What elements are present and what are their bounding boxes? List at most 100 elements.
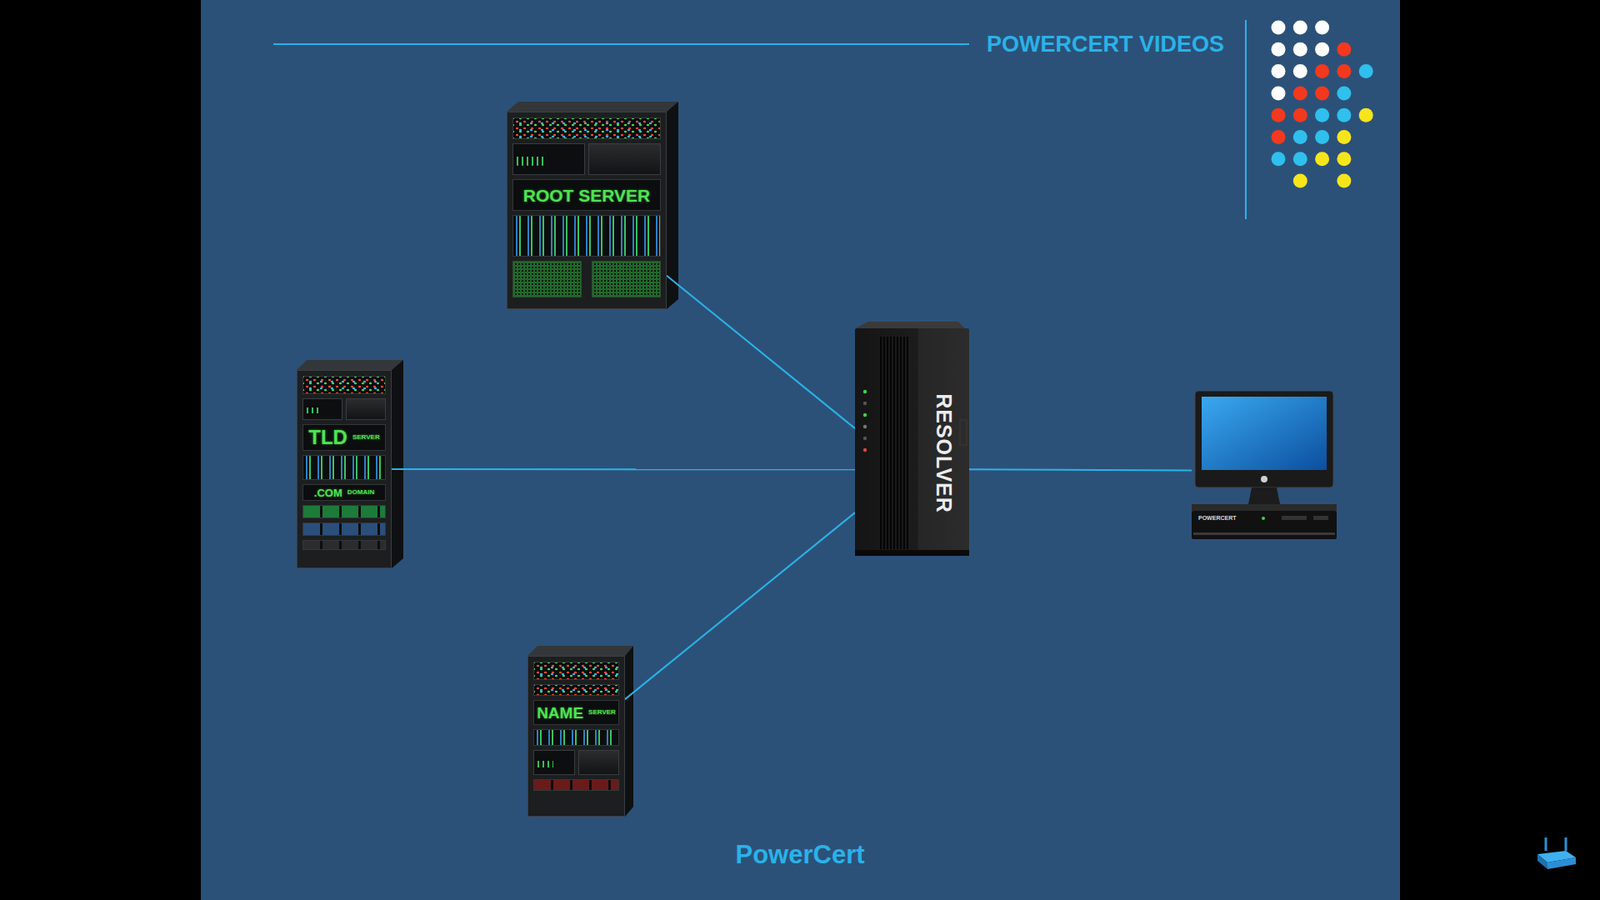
rack-unit: .COM DOMAIN (302, 484, 386, 501)
router-icon (1565, 837, 1568, 851)
server-rack: TLDSERVER .COM DOMAIN (296, 370, 392, 569)
server-label: ROOT SERVER (523, 186, 650, 205)
vent-stripe (893, 336, 895, 550)
brand-label: POWERCERT (1198, 515, 1237, 521)
green-screen (591, 260, 661, 298)
channel-header: POWERCERT VIDEOS (986, 33, 1225, 56)
status-led (863, 390, 867, 394)
logo-dot (1293, 20, 1308, 35)
network-link (391, 468, 855, 470)
logo-dot (1293, 85, 1308, 100)
drive-bay (1313, 515, 1329, 520)
router-icon (1545, 837, 1548, 851)
rack-unit (533, 779, 620, 791)
logo-dot (1271, 130, 1286, 145)
logo-dot (1336, 108, 1351, 123)
rack-faces (296, 360, 404, 370)
logo-dot (1315, 20, 1330, 35)
logo-dot (1293, 108, 1308, 123)
rack-unit (512, 117, 661, 140)
rack-unit: NAME SERVER (533, 700, 620, 725)
logo-dot (1271, 85, 1286, 100)
server-label: .COM (314, 487, 343, 499)
logo-dot (1315, 85, 1330, 100)
rack-unit (302, 398, 386, 420)
rack-faces (296, 101, 970, 817)
rack-unit (533, 661, 620, 680)
monitor-screen (1201, 396, 1327, 470)
vent-stripe (890, 336, 892, 550)
vent-stripe (883, 336, 885, 550)
vent-stripe (886, 336, 889, 550)
status-led (863, 401, 867, 405)
tower-foot (855, 550, 970, 556)
logo-dot (1293, 64, 1308, 79)
network-link (969, 469, 1192, 470)
panel-inset (533, 750, 575, 775)
case-top (1191, 504, 1337, 511)
logo-dot (1315, 130, 1330, 145)
logo-dot (1293, 42, 1308, 57)
watermark: PowerCert (735, 841, 865, 868)
rack-unit: TLDSERVER (302, 424, 386, 451)
status-led (863, 436, 867, 440)
monitor-frame (1195, 390, 1334, 488)
logo-dot (1315, 42, 1330, 57)
server-label: NAME (536, 705, 584, 721)
logo-dot (1336, 130, 1351, 145)
monitor-stand (1248, 487, 1280, 505)
logo-dot (1336, 64, 1351, 79)
logo-dot (1315, 108, 1330, 123)
rack-faces (527, 645, 634, 656)
vent-stripe (880, 336, 882, 550)
logo-dot (1271, 151, 1286, 166)
rack-unit (302, 540, 386, 550)
rack-unit (302, 455, 386, 480)
panel-inset (588, 143, 661, 175)
vent-stripe (906, 336, 909, 550)
logo-dot (1271, 20, 1286, 35)
network-link (625, 512, 855, 700)
server-rack: ROOT SERVER (506, 111, 667, 310)
dot-logo (1271, 20, 1374, 189)
rack-faces (506, 101, 679, 112)
server-label: SERVER (588, 709, 616, 716)
rack-unit (533, 729, 620, 746)
status-led (863, 448, 867, 452)
logo-dot (1293, 174, 1308, 189)
logo-dot (1315, 64, 1330, 79)
rack-unit (512, 143, 661, 175)
vent-stripe (896, 336, 899, 550)
rack-unit (533, 684, 620, 696)
power-button (1260, 475, 1268, 483)
status-led (863, 413, 867, 417)
server-rack: NAME SERVER (527, 655, 625, 817)
rack-faces (391, 360, 404, 569)
rack-unit (302, 522, 386, 536)
logo-dot (1336, 85, 1351, 100)
rack-unit (533, 750, 620, 775)
panel-inset (345, 398, 386, 420)
network-link (666, 275, 855, 429)
logo-dot (1315, 151, 1330, 166)
router-icon (1537, 837, 1576, 870)
logo-dot (1359, 108, 1374, 123)
logo-dot (1336, 42, 1351, 57)
logo-dot (1336, 174, 1351, 189)
green-screen (512, 260, 582, 298)
panel-inset (578, 750, 620, 775)
rack-unit (302, 375, 386, 395)
router-icon (1537, 854, 1548, 870)
side-latch (960, 420, 967, 445)
logo-dot (1359, 64, 1374, 79)
logo-dot (1336, 151, 1351, 166)
status-led (1261, 516, 1265, 520)
case-trim (1193, 532, 1335, 535)
header-rule (273, 43, 970, 45)
rack-unit: ROOT SERVER (512, 179, 661, 211)
server-label: DOMAIN (347, 489, 375, 496)
vent-stripe (900, 336, 902, 550)
